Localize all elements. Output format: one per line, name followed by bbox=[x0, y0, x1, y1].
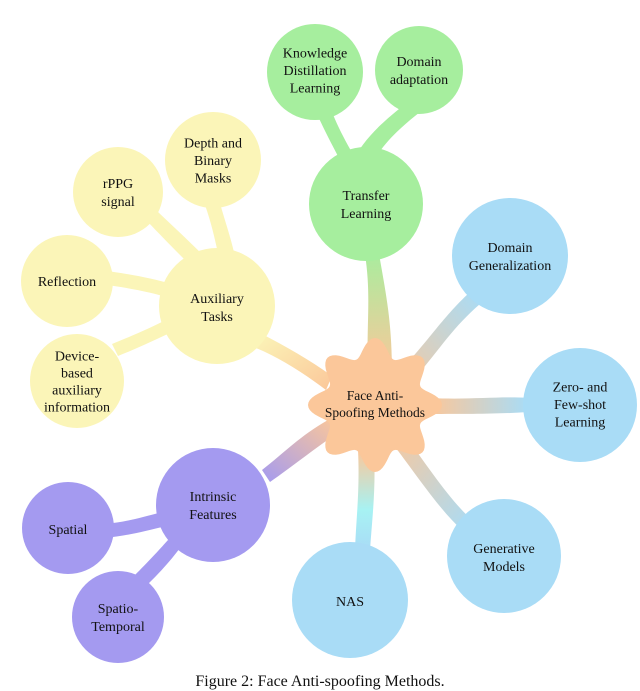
label-line: Features bbox=[189, 508, 236, 523]
label-line: Binary bbox=[194, 154, 232, 169]
label-line: Learning bbox=[290, 81, 341, 96]
label-device-based: Device-based auxiliary information bbox=[44, 349, 110, 415]
label-line: Generative bbox=[473, 542, 534, 557]
label-spatial: Spatial bbox=[49, 523, 88, 538]
node-spatio-temporal bbox=[72, 571, 164, 663]
label-line: Domain bbox=[396, 55, 441, 70]
node-intrinsic-features bbox=[156, 448, 270, 562]
label-rppg: rPPG signal bbox=[101, 177, 135, 210]
label-line: Masks bbox=[195, 171, 232, 186]
label-line: Transfer bbox=[343, 189, 390, 204]
intrinsic-features-branch bbox=[22, 448, 270, 663]
connector-auxiliary-device bbox=[112, 318, 176, 356]
label-line: adaptation bbox=[390, 73, 448, 88]
label-line: Learning bbox=[341, 207, 392, 222]
root-branch bbox=[308, 338, 442, 472]
label-line: Few-shot bbox=[554, 398, 606, 413]
label-line: based bbox=[61, 366, 93, 381]
generalization-branch bbox=[292, 198, 637, 658]
connector-root-intrinsic bbox=[262, 420, 336, 482]
label-line: Reflection bbox=[38, 275, 96, 290]
label-line: rPPG bbox=[103, 177, 133, 192]
auxiliary-tasks-branch bbox=[21, 112, 275, 428]
node-rppg bbox=[73, 147, 163, 237]
node-spatial bbox=[22, 482, 114, 574]
node-device-based bbox=[30, 334, 124, 428]
connector-root-auxiliary bbox=[256, 334, 332, 390]
label-reflection: Reflection bbox=[38, 275, 96, 290]
label-line: Spatial bbox=[49, 523, 88, 538]
label-line: signal bbox=[101, 195, 135, 210]
node-domain-generalization bbox=[452, 198, 568, 314]
node-root bbox=[308, 338, 442, 472]
label-line: information bbox=[44, 400, 110, 415]
label-line: Face Anti- bbox=[347, 388, 404, 403]
node-depth-masks bbox=[165, 112, 261, 208]
figure-caption: Figure 2: Face Anti-spoofing Methods. bbox=[195, 673, 444, 690]
label-line: Zero- and bbox=[553, 380, 608, 395]
label-line: NAS bbox=[336, 595, 364, 610]
label-root: Face Anti- Spoofing Methods bbox=[325, 388, 425, 420]
transfer-learning-branch bbox=[267, 24, 463, 261]
node-transfer-learning bbox=[309, 147, 423, 261]
label-line: Models bbox=[483, 560, 525, 575]
label-line: Auxiliary bbox=[190, 292, 244, 307]
label-line: Temporal bbox=[91, 620, 145, 635]
label-line: Tasks bbox=[201, 310, 233, 325]
node-zero-few-shot bbox=[523, 348, 637, 462]
label-line: Learning bbox=[555, 415, 606, 430]
node-domain-adaptation bbox=[375, 26, 463, 114]
connector-root-zero-few-shot bbox=[430, 397, 528, 414]
label-line: Knowledge bbox=[283, 46, 348, 61]
node-nas bbox=[292, 542, 408, 658]
node-reflection bbox=[21, 235, 113, 327]
node-auxiliary-tasks bbox=[159, 248, 275, 364]
connector-root-nas bbox=[355, 450, 375, 550]
label-domain-adaptation: Domain adaptation bbox=[390, 55, 448, 88]
label-line: Intrinsic bbox=[190, 490, 237, 505]
label-line: Generalization bbox=[469, 259, 551, 274]
label-line: Spatio- bbox=[98, 602, 139, 617]
connector-intrinsic-spatial bbox=[105, 512, 166, 538]
node-knowledge-distillation bbox=[267, 24, 363, 120]
label-line: Device- bbox=[55, 349, 100, 364]
label-nas: NAS bbox=[336, 595, 364, 610]
label-line: Spoofing Methods bbox=[325, 405, 425, 420]
label-line: Domain bbox=[487, 241, 532, 256]
connector-auxiliary-reflection bbox=[100, 270, 172, 298]
label-line: auxiliary bbox=[52, 383, 102, 398]
label-line: Depth and bbox=[184, 136, 242, 151]
node-generative-models bbox=[447, 499, 561, 613]
connector-auxiliary-depth bbox=[205, 203, 236, 262]
label-line: Distillation bbox=[284, 64, 347, 79]
label-spatio-temporal: Spatio- Temporal bbox=[91, 602, 145, 635]
